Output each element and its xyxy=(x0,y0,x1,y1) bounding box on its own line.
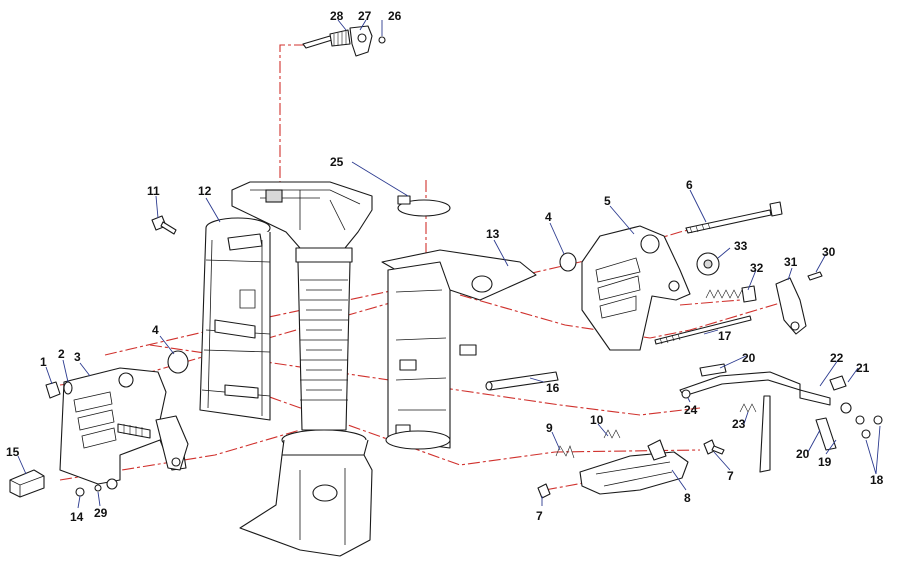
exhaust-housing xyxy=(231,181,373,557)
assembly-line-pin xyxy=(679,299,741,306)
callout-9: 9 xyxy=(546,421,553,435)
bolt-7-left xyxy=(537,483,551,499)
tilt-support xyxy=(579,439,689,495)
callout-14: 14 xyxy=(70,510,84,524)
callout-29: 29 xyxy=(94,506,108,520)
assembly-line-top xyxy=(279,44,306,190)
callout-4-left: 4 xyxy=(152,323,159,337)
callout-8: 8 xyxy=(684,491,691,505)
callout-30: 30 xyxy=(822,245,836,259)
cable-end-assembly xyxy=(302,25,386,57)
callout-2: 2 xyxy=(58,347,65,361)
bolt-7-right xyxy=(703,439,725,455)
callout-31: 31 xyxy=(784,255,798,269)
callout-13: 13 xyxy=(486,227,500,241)
callout-11: 11 xyxy=(147,184,160,198)
callout-3: 3 xyxy=(74,350,81,364)
callout-32: 32 xyxy=(750,261,764,275)
assembly-line-right xyxy=(459,294,791,339)
stern-bracket-left xyxy=(59,367,189,490)
washer-29 xyxy=(94,484,102,492)
clamp-pad xyxy=(9,469,45,498)
callout-4-right: 4 xyxy=(545,210,552,224)
spring-32 xyxy=(705,285,757,303)
callout-22: 22 xyxy=(830,351,844,365)
stern-bracket-right xyxy=(581,225,691,351)
callout-28: 28 xyxy=(330,9,344,23)
callout-17: 17 xyxy=(718,329,732,343)
long-rod xyxy=(654,315,752,345)
callout-16: 16 xyxy=(546,381,560,395)
callout-25: 25 xyxy=(330,155,344,169)
callout-7-left: 7 xyxy=(536,509,543,523)
assembly-line-shaft xyxy=(149,344,701,416)
clamp-band xyxy=(397,195,451,217)
callout-24: 24 xyxy=(684,403,698,417)
callout-7-right: 7 xyxy=(727,469,734,483)
bushing xyxy=(696,252,720,276)
callout-15: 15 xyxy=(6,445,20,459)
lever-31 xyxy=(775,277,807,335)
washer-right xyxy=(559,252,577,272)
callout-18: 18 xyxy=(870,473,884,487)
callout-6: 6 xyxy=(686,178,693,192)
callout-33: 33 xyxy=(734,239,748,253)
callout-23: 23 xyxy=(732,417,746,431)
linkage-assembly xyxy=(679,363,883,473)
callout-20-top: 20 xyxy=(742,351,756,365)
callout-labels: 1 2 3 4 4 5 6 7 7 8 9 10 11 12 13 14 15 … xyxy=(6,9,884,524)
assembly-line-lower xyxy=(249,389,701,466)
swivel-housing xyxy=(199,217,271,421)
pin-rod xyxy=(485,371,559,391)
spring-10 xyxy=(603,429,621,439)
spring-9 xyxy=(555,445,575,459)
washer-14 xyxy=(75,487,85,497)
leader-lines xyxy=(17,19,881,509)
washer-left xyxy=(167,350,189,374)
bolt-11 xyxy=(151,215,177,235)
callout-19: 19 xyxy=(818,455,832,469)
callout-27: 27 xyxy=(358,9,372,23)
callout-1: 1 xyxy=(40,355,47,369)
long-bolt xyxy=(685,201,783,234)
callout-21: 21 xyxy=(856,361,870,375)
callout-12: 12 xyxy=(198,184,212,198)
steering-bracket xyxy=(381,249,537,450)
callout-26: 26 xyxy=(388,9,402,23)
pin-30 xyxy=(807,271,823,281)
callout-10: 10 xyxy=(590,413,604,427)
callout-5: 5 xyxy=(604,194,611,208)
callout-20-bottom: 20 xyxy=(796,447,810,461)
bolt-1 xyxy=(45,381,73,399)
